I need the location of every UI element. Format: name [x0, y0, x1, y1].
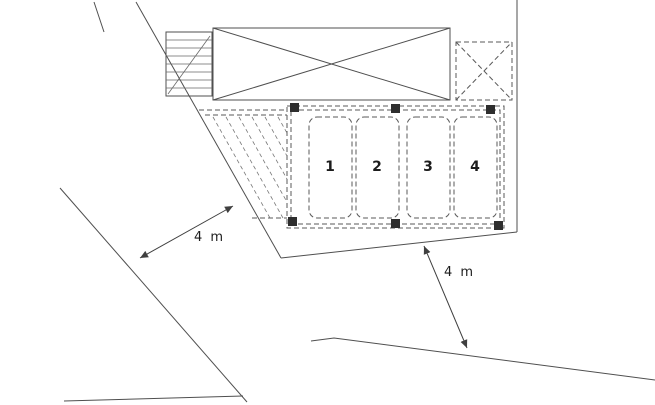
column-post [290, 103, 299, 112]
bottom-boundary-line [280, 231, 518, 259]
column-post [288, 217, 297, 226]
crossed-square [455, 41, 513, 101]
parking-stall-2 [355, 116, 400, 219]
stall-number-1: 1 [325, 159, 335, 175]
column-post [391, 104, 400, 113]
building-outline [212, 27, 451, 101]
stall-number-2: 2 [372, 159, 382, 175]
dimension-annotations: 4 m 4 m [139, 205, 475, 349]
carport-structure: 1 2 3 4 [199, 103, 505, 230]
column-post [391, 219, 400, 228]
building-footprint [212, 27, 451, 101]
crossed-square-cross-icon [455, 41, 513, 101]
column-post [486, 105, 495, 114]
carport-inner-outline [290, 109, 501, 225]
column-post [494, 221, 503, 230]
boundary-tick-line [93, 1, 105, 33]
stall-number-3: 3 [423, 159, 433, 175]
left-road-edge-line [59, 187, 248, 403]
crossed-square-outline [455, 41, 513, 101]
carport-left-extension-lines [199, 109, 287, 219]
stair-treads [166, 39, 212, 89]
parking-stall-4 [453, 116, 498, 219]
stair-break-line [167, 35, 211, 95]
dimension-label-bottom: 4 m [444, 265, 475, 280]
left-boundary-line [135, 1, 282, 259]
bottom-left-road-edge-line [63, 395, 244, 402]
far-road-edge-line [310, 337, 655, 381]
hatch-lines [212, 116, 288, 219]
stall-number-4: 4 [470, 159, 480, 175]
building-cross-icon [212, 27, 451, 101]
parking-stall-1 [308, 116, 353, 219]
dimension-label-left: 4 m [194, 230, 225, 245]
dimension-arrow-bottom [423, 245, 468, 349]
parking-stall-3 [406, 116, 451, 219]
staircase-icon [165, 31, 213, 97]
dimension-arrow-left [139, 205, 234, 259]
boundary-lines [59, 0, 655, 403]
